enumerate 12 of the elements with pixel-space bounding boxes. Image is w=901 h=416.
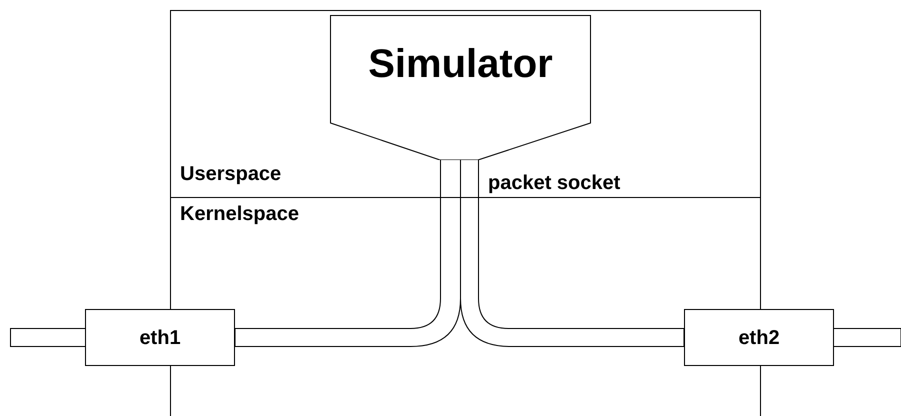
cable-pipe xyxy=(834,328,901,347)
cable-pipe xyxy=(460,160,684,347)
node-label: eth2 xyxy=(738,328,780,348)
cable-pipe xyxy=(234,160,461,347)
interface-box xyxy=(85,309,235,366)
cable-pipe xyxy=(10,328,86,347)
interface-box xyxy=(684,309,834,366)
region-label: packet socket xyxy=(488,173,620,193)
node-label: Simulator xyxy=(368,44,553,84)
region-label: Userspace xyxy=(180,164,282,184)
node-label: eth1 xyxy=(139,328,181,348)
region-label: Kernelspace xyxy=(180,204,299,224)
